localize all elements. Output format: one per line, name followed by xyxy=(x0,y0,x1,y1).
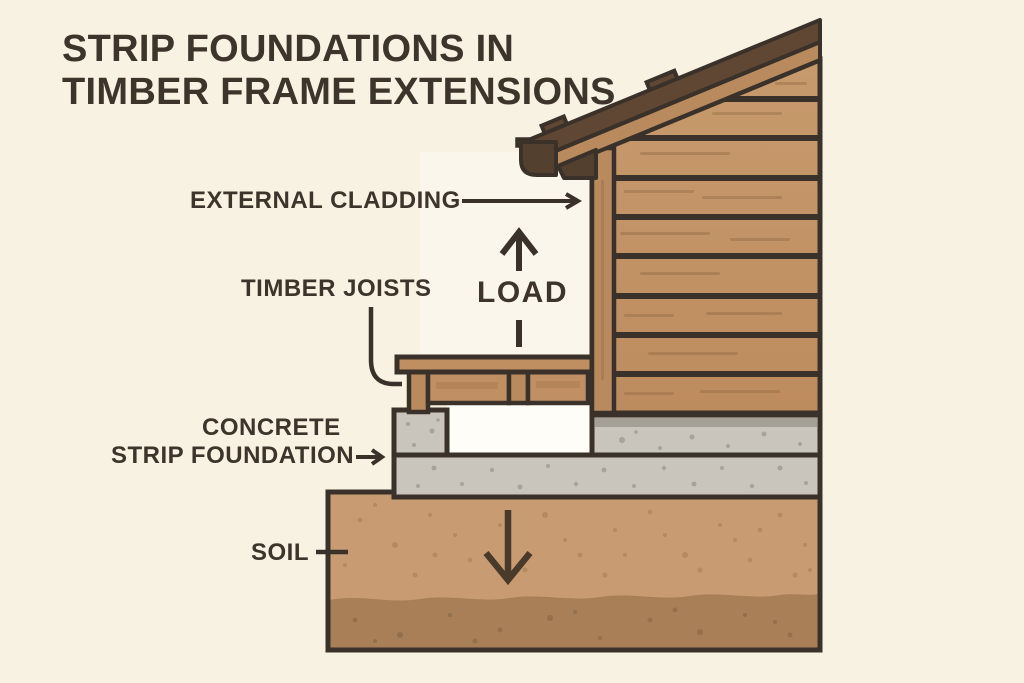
concrete-speckles xyxy=(406,418,808,490)
crawl-space xyxy=(447,400,594,457)
gutter xyxy=(519,140,558,177)
label-external-cladding: EXTERNAL CLADDING xyxy=(190,187,461,214)
dpc-strip xyxy=(595,418,817,427)
external-cladding-arrow-icon xyxy=(462,192,582,210)
label-timber-joists: TIMBER JOISTS xyxy=(241,275,432,302)
eaves-soffit xyxy=(556,148,598,180)
concrete-strip-foundation xyxy=(391,407,823,500)
floor-deck-plate xyxy=(394,354,595,375)
joist-end-post xyxy=(406,369,431,415)
trim-grain xyxy=(601,180,604,380)
soil-lower-layer xyxy=(330,594,818,648)
label-concrete-line-1: CONCRETE xyxy=(202,414,341,441)
load-up-arrow-icon xyxy=(499,227,539,271)
cladding-wood-grain xyxy=(620,82,807,395)
wall-face xyxy=(592,60,820,413)
soil-block xyxy=(325,489,823,653)
concrete-footing xyxy=(391,452,823,500)
timber-joists-leader-line xyxy=(368,307,402,387)
title-line-2: TIMBER FRAME EXTENSIONS xyxy=(62,71,616,113)
load-transfer-down-arrow-icon xyxy=(483,510,533,586)
label-soil: SOIL xyxy=(251,539,310,566)
joist-grain-1 xyxy=(436,382,498,389)
page-title: STRIP FOUNDATIONS IN TIMBER FRAME EXTENS… xyxy=(62,28,616,114)
annotations xyxy=(316,192,582,586)
joist-grain-2 xyxy=(536,381,580,388)
concrete-upstand xyxy=(391,407,450,461)
timber-joists-assembly xyxy=(394,354,595,415)
title-line-1: STRIP FOUNDATIONS IN xyxy=(62,28,515,70)
extension-interior xyxy=(420,152,592,358)
soil-speckles xyxy=(343,503,812,578)
label-concrete-line-2: STRIP FOUNDATION xyxy=(111,442,355,469)
roof xyxy=(515,18,822,180)
label-load: LOAD xyxy=(477,276,568,309)
joist-blocking xyxy=(506,369,531,406)
soil-speckles-dark xyxy=(352,607,793,644)
concrete-arrow-icon xyxy=(356,448,386,466)
